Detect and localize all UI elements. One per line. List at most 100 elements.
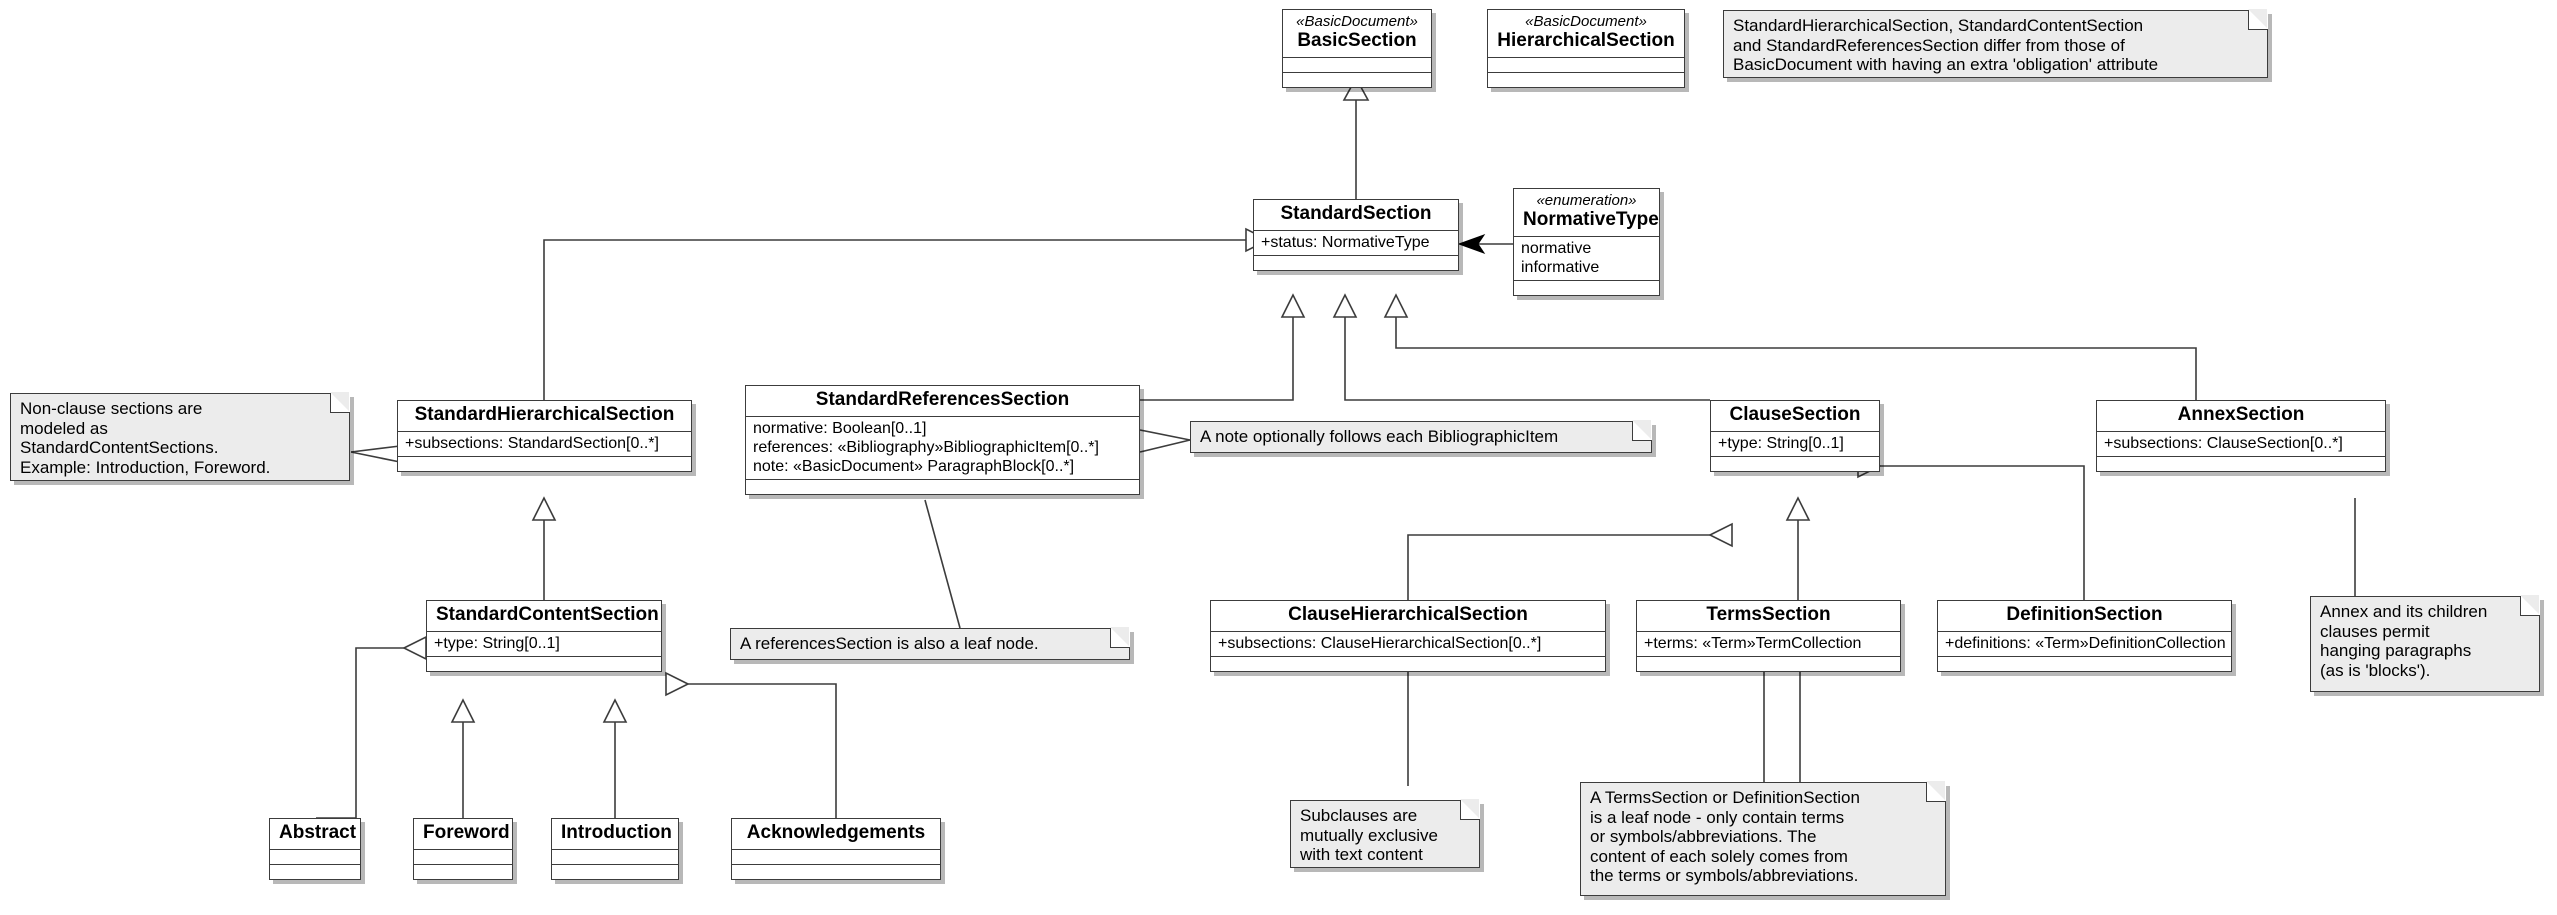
class-operations	[1938, 657, 2231, 671]
class-standard-references-section[interactable]: StandardReferencesSection normative: Boo…	[745, 385, 1140, 495]
class-standard-section[interactable]: StandardSection +status: NormativeType	[1253, 199, 1459, 271]
link-stdrefs-standardsection	[1140, 295, 1294, 401]
class-attribute: normative: Boolean[0..1]	[753, 420, 927, 437]
link-note-stdrefs	[1139, 429, 1191, 441]
note-bibliographic-item[interactable]: A note optionally follows each Bibliogra…	[1190, 420, 1652, 453]
class-annex-section[interactable]: AnnexSection +subsections: ClauseSection…	[2096, 400, 2386, 472]
class-attribute: +subsections: StandardSection[0..*]	[405, 435, 659, 452]
class-name: AnnexSection	[2177, 404, 2305, 425]
class-acknowledgements[interactable]: Acknowledgements	[731, 818, 941, 880]
note-text: A note optionally follows each Bibliogra…	[1200, 427, 1559, 446]
class-header: Foreword	[414, 819, 512, 850]
note-text: StandardHierarchicalSection, StandardCon…	[1733, 16, 2159, 74]
note-text: Subclauses are mutually exclusive with t…	[1300, 806, 1438, 864]
class-attributes: +subsections: ClauseSection[0..*]	[2097, 432, 2385, 457]
link-clausehier-clausesection	[1407, 534, 1710, 600]
note-text: A TermsSection or DefinitionSection is a…	[1590, 788, 1860, 885]
class-attribute: +terms: «Term»TermCollection	[1644, 635, 1862, 652]
class-clause-hierarchical-section[interactable]: ClauseHierarchicalSection +subsections: …	[1210, 600, 1606, 672]
note-references-leaf[interactable]: A referencesSection is also a leaf node.	[730, 627, 1130, 660]
class-name: StandardReferencesSection	[815, 389, 1070, 410]
class-name: HierarchicalSection	[1497, 30, 1675, 51]
class-attributes: +type: String[0..1]	[1711, 432, 1879, 457]
note-fold-icon	[2248, 9, 2268, 30]
class-name: ClauseHierarchicalSection	[1288, 604, 1528, 625]
class-stereotype: «BasicDocument»	[1525, 13, 1647, 30]
class-terms-section[interactable]: TermsSection +terms: «Term»TermCollectio…	[1636, 600, 1901, 672]
class-attributes: normative: Boolean[0..1] references: «Bi…	[746, 417, 1139, 480]
link-note-stdhier	[350, 445, 401, 453]
note-fold-icon	[1110, 627, 1130, 648]
class-header: Introduction	[552, 819, 678, 850]
class-header: StandardHierarchicalSection	[398, 401, 691, 432]
class-operations	[732, 865, 940, 879]
class-attributes	[732, 850, 940, 865]
class-name: StandardContentSection	[436, 604, 659, 625]
note-fold-icon	[1926, 781, 1946, 802]
class-hierarchical-section[interactable]: «BasicDocument» HierarchicalSection	[1487, 9, 1685, 88]
arrowhead-stdcontent-1	[450, 698, 476, 723]
class-header: Acknowledgements	[732, 819, 940, 850]
class-name: Foreword	[423, 822, 510, 843]
note-non-clause[interactable]: Non-clause sections are modeled as Stand…	[10, 392, 350, 481]
class-definition-section[interactable]: DefinitionSection +definitions: «Term»De…	[1937, 600, 2232, 672]
class-attribute: +subsections: ClauseHierarchicalSection[…	[1218, 635, 1542, 652]
class-name: DefinitionSection	[2006, 604, 2163, 625]
note-subclauses[interactable]: Subclauses are mutually exclusive with t…	[1290, 799, 1480, 868]
class-basic-section[interactable]: «BasicDocument» BasicSection	[1282, 9, 1432, 88]
class-operations	[427, 657, 661, 671]
class-name: TermsSection	[1706, 604, 1831, 625]
class-normative-type[interactable]: «enumeration» NormativeType normative in…	[1513, 188, 1660, 296]
arrowhead-standardsection-1	[1280, 293, 1306, 318]
note-fold-icon	[2520, 595, 2540, 616]
class-header: «BasicDocument» BasicSection	[1283, 10, 1431, 58]
arrowhead-clausesection-left	[1708, 522, 1733, 548]
link-stdrefs-note	[924, 499, 961, 629]
class-attribute: informative	[1521, 259, 1600, 276]
class-attributes: +subsections: ClauseHierarchicalSection[…	[1211, 632, 1605, 657]
class-standard-content-section[interactable]: StandardContentSection +type: String[0..…	[426, 600, 662, 672]
class-abstract[interactable]: Abstract	[269, 818, 361, 880]
note-obligation[interactable]: StandardHierarchicalSection, StandardCon…	[1723, 9, 2268, 78]
class-header: StandardContentSection	[427, 601, 661, 632]
class-introduction[interactable]: Introduction	[551, 818, 679, 880]
class-header: «BasicDocument» HierarchicalSection	[1488, 10, 1684, 58]
class-operations	[1514, 281, 1659, 295]
class-attribute: +status: NormativeType	[1261, 234, 1430, 251]
class-operations	[270, 865, 360, 879]
class-attributes: +terms: «Term»TermCollection	[1637, 632, 1900, 657]
class-attribute: +type: String[0..1]	[1718, 435, 1844, 452]
class-name: StandardSection	[1280, 203, 1432, 224]
class-operations	[2097, 457, 2385, 471]
note-annex-children[interactable]: Annex and its children clauses permit ha…	[2310, 595, 2540, 692]
class-operations	[414, 865, 512, 879]
class-header: AnnexSection	[2097, 401, 2385, 432]
class-name: StandardHierarchicalSection	[414, 404, 675, 425]
class-name: Abstract	[279, 822, 357, 843]
class-header: TermsSection	[1637, 601, 1900, 632]
class-attributes: +subsections: StandardSection[0..*]	[398, 432, 691, 457]
class-name: BasicSection	[1297, 30, 1417, 51]
note-fold-icon	[1460, 799, 1480, 820]
class-name: NormativeType	[1523, 209, 1659, 230]
class-stereotype: «BasicDocument»	[1296, 13, 1418, 30]
class-attributes: +definitions: «Term»DefinitionCollection	[1938, 632, 2231, 657]
arrowhead-clausesection-bottom	[1785, 496, 1811, 521]
class-operations	[746, 480, 1139, 494]
class-attribute: +definitions: «Term»DefinitionCollection	[1945, 635, 2226, 652]
class-header: «enumeration» NormativeType	[1514, 189, 1659, 237]
class-attributes: +type: String[0..1]	[427, 632, 661, 657]
class-operations	[1488, 73, 1684, 87]
class-name: Introduction	[561, 822, 672, 843]
class-foreword[interactable]: Foreword	[413, 818, 513, 880]
link-note-stdrefs-b	[1139, 439, 1191, 453]
arrowhead-standardsection-3	[1383, 293, 1409, 318]
class-attributes: +status: NormativeType	[1254, 231, 1458, 256]
class-attribute: normative	[1521, 240, 1592, 257]
note-fold-icon	[330, 392, 350, 413]
arrowhead-normativetype	[1457, 234, 1486, 254]
class-clause-section[interactable]: ClauseSection +type: String[0..1]	[1710, 400, 1880, 472]
note-terms-leaf[interactable]: A TermsSection or DefinitionSection is a…	[1580, 781, 1946, 896]
class-standard-hierarchical-section[interactable]: StandardHierarchicalSection +subsections…	[397, 400, 692, 472]
